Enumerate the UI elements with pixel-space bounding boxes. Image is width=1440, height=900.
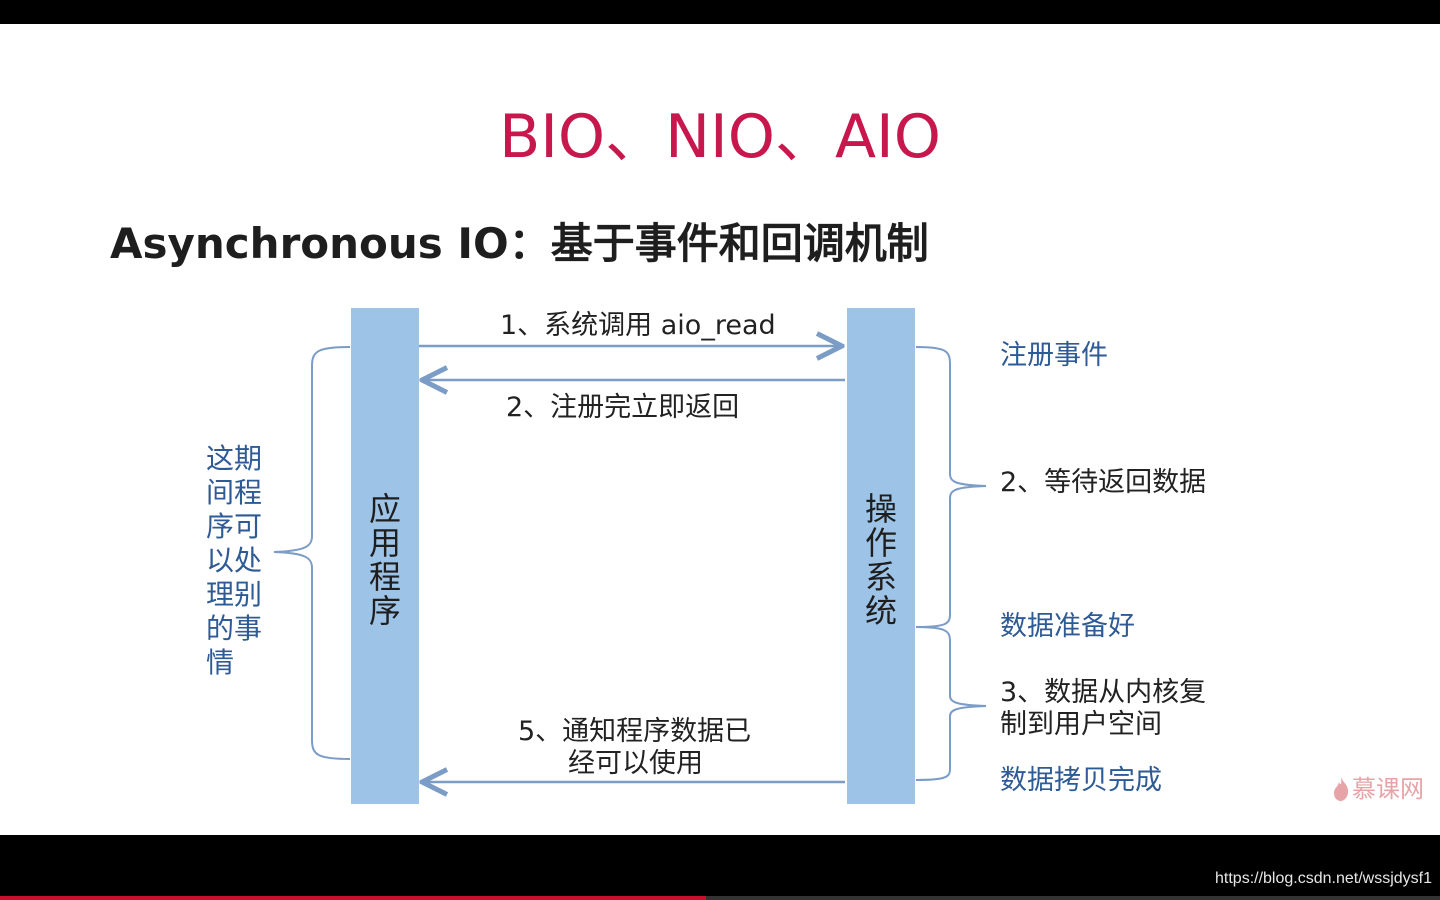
arrow2-label: 2、注册完立即返回 <box>506 392 740 423</box>
arrow5-label-line1: 5、通知程序数据已 <box>518 716 752 747</box>
arrow5-label-line2: 经可以使用 <box>568 748 703 779</box>
right-wait-label: 2、等待返回数据 <box>1000 467 1207 498</box>
right-copy-line2: 制到用户空间 <box>1000 709 1162 740</box>
imooc-logo: 慕课网 <box>1332 774 1424 804</box>
flame-icon <box>1334 777 1349 801</box>
right-brace-wait <box>915 346 987 628</box>
video-progress-fill <box>0 896 706 900</box>
os-bar <box>847 308 915 804</box>
os-bar-label: 操作系统 <box>864 490 897 630</box>
logo-text: 慕课网 <box>1352 775 1424 803</box>
right-ready-label: 数据准备好 <box>1000 611 1135 642</box>
right-brace-copy <box>915 626 987 781</box>
right-done-label: 数据拷贝完成 <box>1000 765 1162 796</box>
slide-title: BIO、NIO、AIO <box>499 102 941 172</box>
app-bar-label: 应用程序 <box>368 490 401 630</box>
slide: BIO、NIO、AIO Asynchronous IO：基于事件和回调机制 应用… <box>0 24 1440 835</box>
arrow1-label: 1、系统调用 aio_read <box>500 310 776 341</box>
left-note: 这期间程序可以处理别的事情 <box>206 442 263 679</box>
right-copy-line1: 3、数据从内核复 <box>1000 677 1207 708</box>
video-progress-bar[interactable] <box>0 896 1440 900</box>
left-brace <box>273 346 351 760</box>
watermark-url: https://blog.csdn.net/wssjdysf1 <box>1215 870 1432 887</box>
right-register-label: 注册事件 <box>1000 340 1108 371</box>
slide-subtitle: Asynchronous IO：基于事件和回调机制 <box>110 219 929 268</box>
aio-flow-diagram <box>273 308 987 804</box>
app-bar <box>351 308 419 804</box>
